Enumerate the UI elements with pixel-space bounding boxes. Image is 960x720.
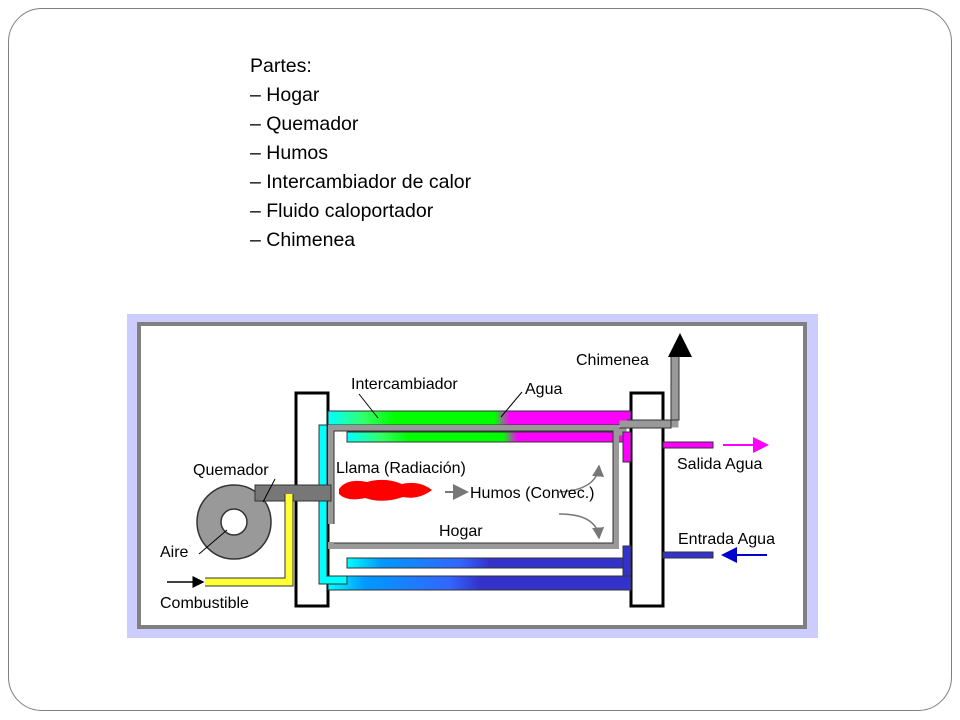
label-humos: Humos (Convec.) [470, 485, 594, 502]
list-item: – Fluido caloportador [250, 200, 434, 222]
agua-leader [500, 391, 523, 418]
label-llama: Llama (Radiación) [336, 460, 466, 477]
hot-water-manifold [622, 431, 632, 463]
label-entrada-agua: Entrada Agua [678, 531, 775, 548]
chamber-outline [333, 430, 614, 544]
list-item: – Quemador [250, 113, 359, 135]
flue-gas-arrow-lower [558, 513, 605, 540]
flue-gas-arrow-upper [558, 464, 605, 493]
intercambiador-leader [358, 393, 379, 419]
label-combustible: Combustible [160, 595, 249, 612]
list-item: – Intercambiador de calor [250, 171, 472, 193]
combustion-chamber [328, 425, 619, 549]
bottom-water-jacket [327, 575, 632, 591]
label-aire: Aire [160, 544, 189, 561]
chimney-duct-outline [619, 354, 680, 429]
list-item: – Humos [250, 142, 329, 164]
cyan-manifold [318, 424, 348, 585]
label-hogar: Hogar [439, 523, 483, 540]
label-quemador: Quemador [193, 462, 269, 479]
parts-heading: Partes: [250, 55, 312, 77]
air-inlet [220, 508, 248, 536]
top-inner-tube [346, 431, 632, 443]
boiler-diagram: Chimenea Intercambiador Agua Quemador Ll… [127, 314, 818, 638]
top-water-jacket [327, 410, 632, 426]
cold-water-manifold [622, 545, 632, 577]
hot-water-outlet-pipe [662, 441, 714, 449]
aire-leader [198, 529, 228, 555]
list-item: – Hogar [250, 84, 320, 106]
bottom-inner-tube [346, 557, 632, 569]
label-chimenea: Chimenea [576, 352, 649, 369]
quemador-leader [262, 478, 276, 503]
label-salida-agua: Salida Agua [677, 456, 763, 473]
cold-water-inlet-pipe [662, 551, 714, 559]
fuel-pipe-outline [205, 494, 294, 587]
chimney-duct [616, 354, 679, 436]
list-item: – Chimenea [250, 229, 356, 251]
label-intercambiador: Intercambiador [351, 376, 458, 393]
label-agua: Agua [525, 381, 562, 398]
fuel-pipe [205, 494, 293, 586]
flame [339, 479, 432, 501]
parts-list: Partes: – Hogar – Quemador – Humos – Int… [250, 52, 471, 255]
